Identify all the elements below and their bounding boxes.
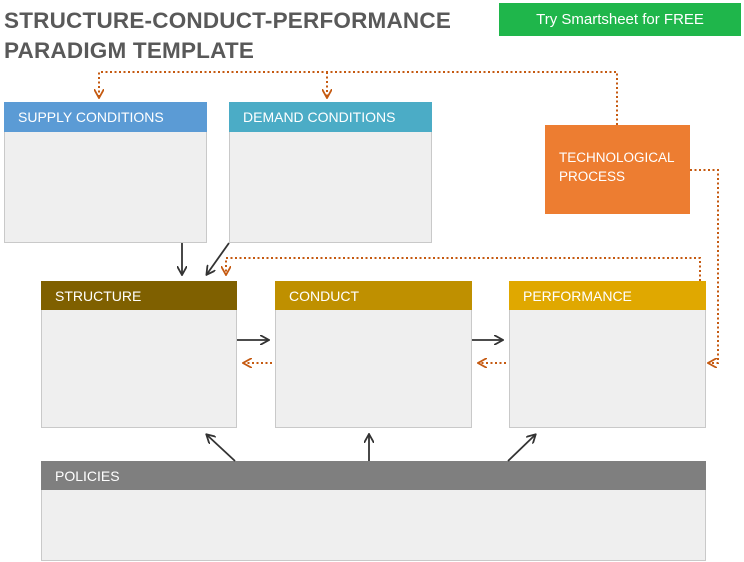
performance-to-structure-arrow [226,257,701,281]
demand-conditions-header: DEMAND CONDITIONS [229,102,432,132]
supply-conditions-header: SUPPLY CONDITIONS [4,102,207,132]
demand-to-structure-arrow [207,242,230,274]
technological-process-box[interactable]: TECHNOLOGICAL PROCESS [545,125,690,214]
page-title-line-2: PARADIGM TEMPLATE [4,38,255,63]
tech-to-performance-arrow [690,169,719,363]
tech-to-conditions-arrows [99,71,618,125]
technological-process-line-1: TECHNOLOGICAL [559,150,675,165]
conduct-header: CONDUCT [275,281,472,310]
structure-header: STRUCTURE [41,281,237,310]
policies-header: POLICIES [41,461,706,490]
tech-to-supply-arrow [99,71,618,125]
performance-header: PERFORMANCE [509,281,706,310]
page-title: STRUCTURE-CONDUCT-PERFORMANCE PARADIGM T… [4,6,474,66]
policies-to-performance-arrow [507,435,535,462]
page-title-line-1: STRUCTURE-CONDUCT-PERFORMANCE [4,8,452,33]
technological-process-line-2: PROCESS [559,169,626,184]
policies-to-structure-arrow [207,435,236,462]
try-smartsheet-button[interactable]: Try Smartsheet for FREE [499,3,741,36]
